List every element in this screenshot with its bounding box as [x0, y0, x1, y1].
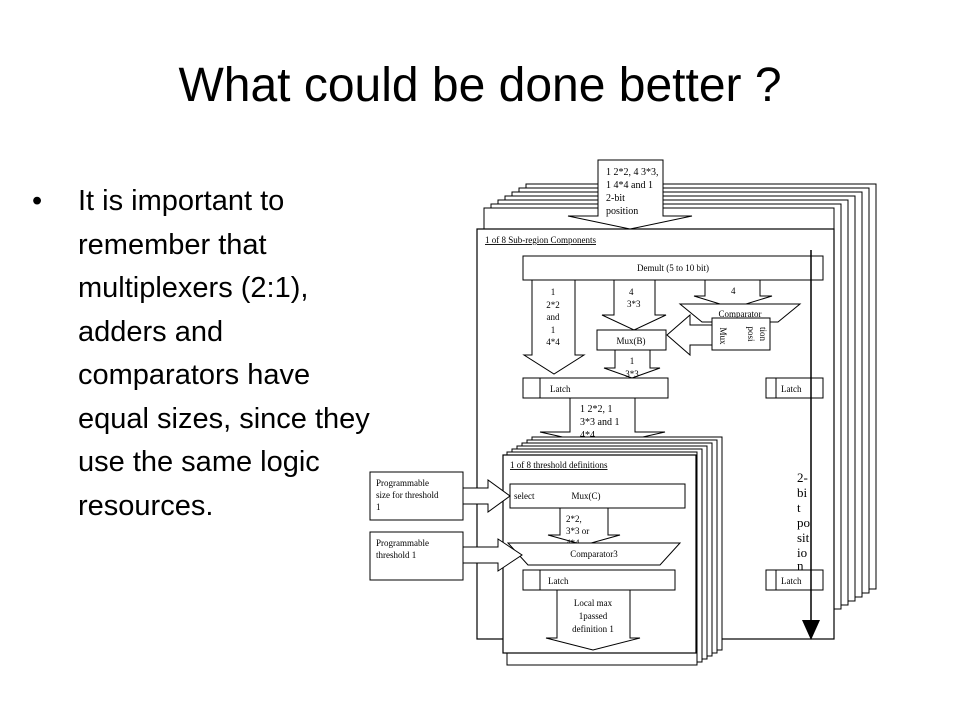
latch-right-2: [765, 569, 824, 591]
top-input-arrow: [567, 159, 693, 230]
muxc-out-arrow: [547, 507, 621, 546]
right-bits-3: t: [797, 500, 801, 515]
right-bits-2: bi: [797, 485, 808, 500]
latch-left-2: [522, 569, 676, 591]
prog-threshold-arrow: [462, 538, 523, 572]
right-bits-1: 2-: [797, 470, 808, 485]
muxb-out-arrow: [603, 349, 661, 379]
local-max-line2: 1passed: [579, 611, 608, 621]
col1-line3: and: [547, 312, 560, 322]
latch-right-2-label: Latch: [781, 576, 802, 586]
latch-left-1-label: Latch: [550, 384, 571, 394]
comparator2-label: Comparator: [719, 309, 762, 319]
prog-threshold-box: [369, 531, 464, 581]
demult-label: Demult (5 to 10 bit): [637, 263, 709, 273]
right-bits-6: io: [797, 545, 807, 560]
bullet-dot-icon: •: [32, 185, 43, 217]
latch-left-2-label: Latch: [548, 576, 569, 586]
slide-title: What could be done better ?: [178, 59, 782, 112]
mid-arrow-line1: 1 2*2, 1: [580, 404, 613, 415]
bullet-text: It is important to remember that multipl…: [78, 185, 370, 522]
latch-left-1: [522, 377, 669, 399]
mid-arrow-line2: 3*3 and 1: [580, 417, 619, 428]
col1-line2: 2*2: [546, 300, 560, 310]
col2-line2: 3*3: [627, 299, 641, 309]
mid-arrow-line3: 4*4: [580, 430, 595, 441]
top-input-label-line3: 2-bit: [606, 193, 625, 204]
right-bits-7: n: [797, 558, 804, 573]
subregion-title: 1 of 8 Sub-region Components: [485, 235, 596, 245]
col1-line1: 1: [551, 287, 556, 297]
demult-box: [522, 255, 824, 281]
prog-size-line3: 1: [376, 502, 381, 512]
prog-size-arrow: [462, 479, 511, 513]
muxc-box: [509, 483, 686, 509]
col1-line4: 1: [551, 325, 556, 335]
local-max-line3: definition 1: [572, 624, 614, 634]
prog-size-box: [369, 471, 464, 521]
latch-right-1-label: Latch: [781, 384, 802, 394]
prog-threshold-line1: Programmable: [376, 538, 429, 548]
right-position-arrowhead: [802, 620, 820, 640]
bullet-list: • It is important to remember that multi…: [30, 180, 375, 528]
select-label: select: [514, 491, 535, 501]
muxb-label: Mux(B): [617, 336, 646, 346]
col3-line1: 4: [731, 286, 736, 296]
bullet-item: • It is important to remember that multi…: [30, 180, 375, 528]
comparator3-label: Comparator3: [570, 549, 618, 559]
local-max-line1: Local max: [574, 598, 613, 608]
muxb-out-line1: 1: [630, 356, 635, 366]
prog-threshold-line2: threshold 1: [376, 550, 416, 560]
side-mux-text: Mux: [718, 327, 728, 345]
top-input-label-line1: 1 2*2, 4 3*3,: [606, 167, 659, 178]
comparator3-shape: [506, 542, 682, 566]
select-arrow-to-muxb: [666, 313, 713, 357]
prog-size-line2: size for threshold: [376, 490, 439, 500]
col3-arrow: [693, 279, 773, 309]
threshold-title: 1 of 8 threshold definitions: [510, 460, 608, 470]
col2-arrow: [601, 279, 667, 331]
prog-size-line1: Programmable: [376, 478, 429, 488]
top-input-label-line4: position: [606, 206, 638, 217]
top-input-label-line2: 1 4*4 and 1: [606, 180, 653, 191]
muxb-out-line2: 3*3: [625, 369, 639, 379]
latch-right-1: [765, 377, 824, 399]
local-max-arrow: [545, 589, 641, 651]
col1-arrow: [522, 279, 586, 375]
muxc-label: Mux(C): [572, 491, 601, 501]
col1-line5: 4*4: [546, 337, 560, 347]
right-bits-5: sit: [797, 530, 810, 545]
side-tion-text: tion: [758, 327, 768, 342]
muxc-out-line2: 3*3 or: [566, 526, 589, 536]
muxc-out-line1: 2*2,: [566, 514, 582, 524]
side-pos-text: posi: [746, 326, 756, 342]
right-bits-4: po: [797, 515, 810, 530]
col2-line1: 4: [629, 287, 634, 297]
